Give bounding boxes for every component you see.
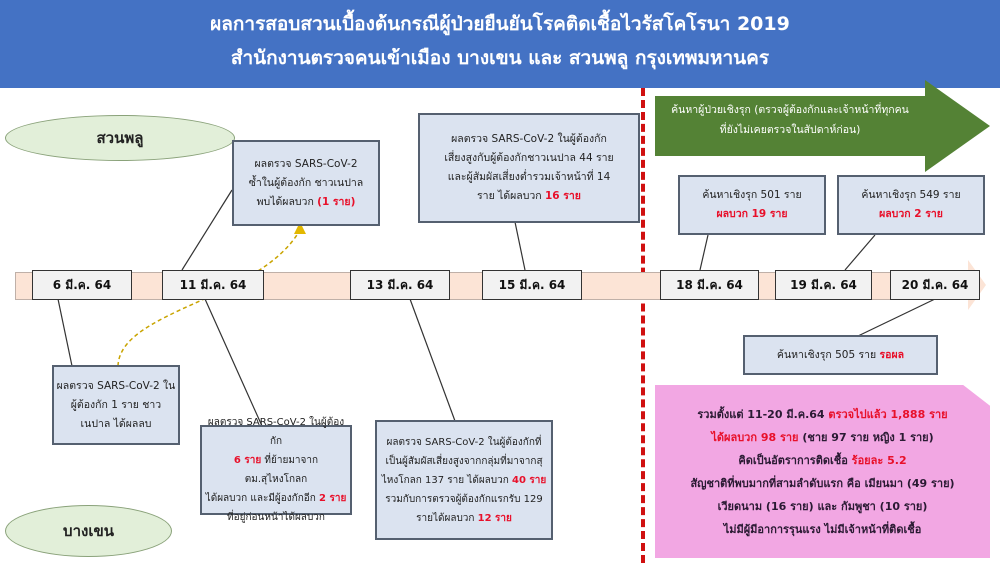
text: ที่ย้ายมาจาก ตม.สุไหงโกลก xyxy=(244,455,319,485)
date-13-mar: 13 มี.ค. 64 xyxy=(350,270,450,300)
highlight: ตรวจไปแล้ว 1,888 ราย xyxy=(828,407,948,421)
box-line: ค้นหาเชิงรุก 505 ราย รอผล xyxy=(745,346,936,365)
event-box-18-mar: ค้นหาเชิงรุก 501 ราย ผลบวก 19 ราย xyxy=(678,175,826,235)
arrowhead-icon xyxy=(294,222,306,234)
text: รวมตั้งแต่ 11-20 มี.ค.64 xyxy=(697,407,829,421)
connector-line xyxy=(204,298,263,427)
date-6-mar: 6 มี.ค. 64 xyxy=(32,270,132,300)
text: ค้นหาเชิงรุก 505 ราย xyxy=(776,348,880,361)
box-line: เป็นผู้สัมผัสเสี่ยงสูงจากกลุ่มที่มาจากสุ xyxy=(385,455,543,467)
highlight: ผลบวก 19 ราย xyxy=(716,208,788,220)
box-line: ผลตรวจ SARS-CoV-2 ใน xyxy=(56,379,176,392)
event-box-19-mar: ค้นหาเชิงรุก 549 ราย ผลบวก 2 ราย xyxy=(837,175,985,235)
summary-line: ไม่มีผู้มีอาการรุนแรง ไม่มีเจ้าหน้าที่ติ… xyxy=(723,522,922,536)
connector-line xyxy=(57,298,73,367)
box-line: 6 ราย ที่ย้ายมาจาก ตม.สุไหงโกลก xyxy=(202,451,350,489)
summary-line: รวมตั้งแต่ 11-20 มี.ค.64 ตรวจไปแล้ว 1,88… xyxy=(655,403,990,426)
text: รายได้ผลบวก xyxy=(416,512,478,524)
text: ราย ได้ผลบวก xyxy=(477,190,545,202)
header: ผลการสอบสวนเบื้องต้นกรณีผู้ป่วยยืนยันโรค… xyxy=(0,0,1000,88)
text: พบได้ผลบวก xyxy=(256,195,318,208)
box-line: ราย ได้ผลบวก 16 ราย xyxy=(420,187,638,206)
box-line: พบได้ผลบวก (1 ราย) xyxy=(234,193,378,212)
summary-line: สัญชาติที่พบมากที่สามลำดับแรก คือ เมียนม… xyxy=(690,476,955,490)
summary-line: คิดเป็นอัตราการติดเชื้อ ร้อยละ 5.2 xyxy=(655,449,990,472)
arrow-text-line: ที่ยังไม่เคยตรวจในสัปดาห์ก่อน) xyxy=(719,124,861,136)
highlight: 6 ราย xyxy=(233,455,262,466)
arrow-text-line: ค้นหาผู้ป่วยเชิงรุก (ตรวจผู้ต้องกักและเจ… xyxy=(671,104,909,116)
box-line: เนปาล ได้ผลลบ xyxy=(80,417,152,430)
location-bangkhen: บางเขน xyxy=(5,505,172,557)
connector-line xyxy=(857,298,936,337)
connector-line xyxy=(514,221,526,271)
highlight: ร้อยละ 5.2 xyxy=(851,453,907,467)
box-line: ค้นหาเชิงรุก 501 ราย xyxy=(702,189,802,201)
highlight: 2 ราย xyxy=(319,493,347,504)
date-11-mar: 11 มี.ค. 64 xyxy=(162,270,264,300)
box-line: ผลตรวจ SARS-CoV-2 ในผู้ต้องกัก xyxy=(451,133,607,145)
title-line-1: ผลการสอบสวนเบื้องต้นกรณีผู้ป่วยยืนยันโรค… xyxy=(210,13,790,35)
box-line: รวมกับการตรวจผู้ต้องกักแรกรับ 129 xyxy=(385,493,543,505)
box-line: ไหงโกลก 137 ราย ได้ผลบวก 40 ราย xyxy=(377,471,551,490)
box-line: ที่อยู่ก่อนหน้าได้ผลบวก xyxy=(227,512,325,523)
summary-box: รวมตั้งแต่ 11-20 มี.ค.64 ตรวจไปแล้ว 1,88… xyxy=(655,385,990,558)
event-box-11-mar-bottom: ผลตรวจ SARS-CoV-2 ในผู้ต้องกัก 6 ราย ที่… xyxy=(200,417,352,523)
event-box-15-mar-top: ผลตรวจ SARS-CoV-2 ในผู้ต้องกัก เสี่ยงสูง… xyxy=(418,113,640,223)
event-box-20-mar: ค้นหาเชิงรุก 505 ราย รอผล xyxy=(743,335,938,375)
date-18-mar: 18 มี.ค. 64 xyxy=(660,270,759,300)
highlight: (1 ราย) xyxy=(317,195,356,208)
text: คิดเป็นอัตราการติดเชื้อ xyxy=(738,453,852,467)
highlight: 40 ราย xyxy=(512,474,547,486)
event-box-6-mar-bottom: ผลตรวจ SARS-CoV-2 ใน ผู้ต้องกัก 1 ราย ชา… xyxy=(52,365,180,445)
box-line: รายได้ผลบวก 12 ราย xyxy=(377,509,551,528)
box-line: ผลตรวจ SARS-CoV-2 ในผู้ต้องกักที่ xyxy=(386,436,542,448)
connector-line xyxy=(181,189,233,271)
date-15-mar: 15 มี.ค. 64 xyxy=(482,270,582,300)
box-line: และผู้สัมผัสเสี่ยงต่ำรวมเจ้าหน้าที่ 14 xyxy=(447,171,611,183)
red-dashed-divider xyxy=(641,88,645,563)
connector-line xyxy=(844,234,876,271)
box-line: ซ้ำในผู้ต้องกัก ชาวเนปาล xyxy=(248,176,364,189)
date-19-mar: 19 มี.ค. 64 xyxy=(775,270,872,300)
highlight: 16 ราย xyxy=(545,190,581,202)
box-line: ค้นหาเชิงรุก 549 ราย xyxy=(861,189,961,201)
box-line: ผลตรวจ SARS-CoV-2 xyxy=(254,157,358,170)
box-line: ได้ผลบวก และมีผู้องกักอีก 2 ราย xyxy=(202,489,350,508)
highlight: ได้ผลบวก 98 ราย xyxy=(711,430,799,444)
box-line: ผู้ต้องกัก 1 ราย ชาว xyxy=(70,398,162,411)
connector-line xyxy=(699,234,709,271)
highlight: ผลบวก 2 ราย xyxy=(879,208,943,220)
green-arrow-text: ค้นหาผู้ป่วยเชิงรุก (ตรวจผู้ต้องกักและเจ… xyxy=(665,100,915,140)
connector-line xyxy=(409,298,456,422)
box-line: เสี่ยงสูงกับผู้ต้องกักชาวเนปาล 44 ราย xyxy=(444,152,614,164)
date-20-mar: 20 มี.ค. 64 xyxy=(890,270,980,300)
summary-line: เวียดนาม (16 ราย) และ กัมพูชา (10 ราย) xyxy=(717,499,928,513)
event-box-13-mar-bottom: ผลตรวจ SARS-CoV-2 ในผู้ต้องกักที่ เป็นผู… xyxy=(375,420,553,540)
highlight: รอผล xyxy=(879,348,905,361)
green-arrow xyxy=(655,80,990,172)
text: ไหงโกลก 137 ราย ได้ผลบวก xyxy=(381,474,513,486)
text: ได้ผลบวก และมีผู้องกักอีก xyxy=(205,493,320,504)
highlight: 12 ราย xyxy=(477,512,512,524)
box-line: ผลตรวจ SARS-CoV-2 ในผู้ต้องกัก xyxy=(207,417,345,447)
summary-line: ได้ผลบวก 98 ราย (ชาย 97 ราย หญิง 1 ราย) xyxy=(655,426,990,449)
event-box-11-mar-top: ผลตรวจ SARS-CoV-2 ซ้ำในผู้ต้องกัก ชาวเนป… xyxy=(232,140,380,226)
title-line-2: สำนักงานตรวจคนเข้าเมือง บางเขน และ สวนพล… xyxy=(230,47,770,69)
location-suanphlu: สวนพลู xyxy=(5,115,235,161)
text: (ชาย 97 ราย หญิง 1 ราย) xyxy=(798,430,934,444)
